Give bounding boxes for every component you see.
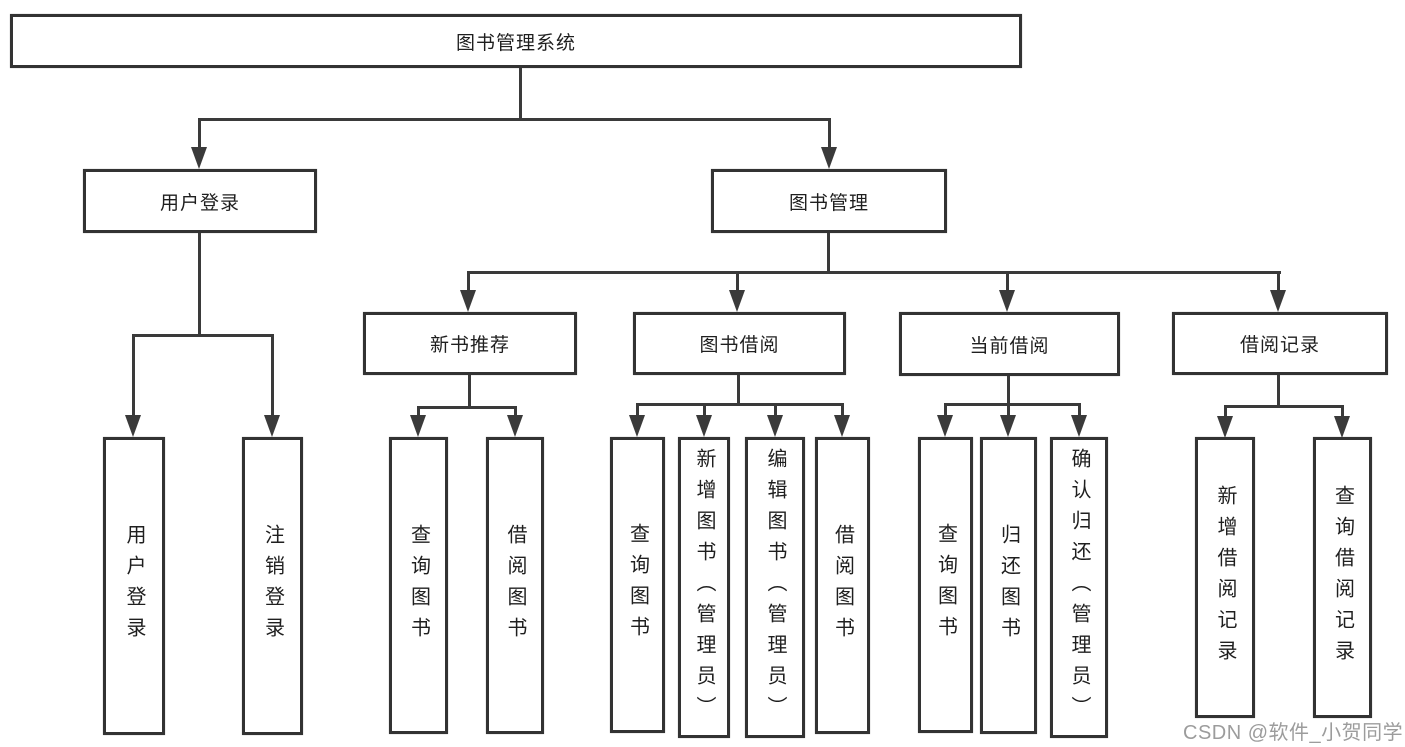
leaf-return-book: 归还图书 bbox=[980, 437, 1037, 734]
leaf-query-book-3: 查询图书 bbox=[918, 437, 973, 733]
connector-module0-hbar bbox=[417, 406, 517, 409]
connector-root-hbar bbox=[198, 118, 831, 121]
leaf-label: 编辑图书（管理员） bbox=[764, 448, 786, 727]
module-label: 借阅记录 bbox=[1239, 335, 1320, 356]
connector-leaf-stem bbox=[774, 403, 777, 415]
connector-leaf-stem bbox=[514, 406, 517, 417]
arrow-down-icon bbox=[460, 290, 476, 312]
module-label: 新书推荐 bbox=[429, 335, 510, 356]
leaf-query-book-2: 查询图书 bbox=[610, 437, 665, 733]
leaf-label: 查询图书 bbox=[934, 523, 957, 647]
connector-book-mgmt-hbar bbox=[468, 271, 1281, 274]
connector-to-user-login-stem bbox=[198, 118, 201, 150]
connector-leaf-stem bbox=[417, 406, 420, 417]
arrow-down-icon bbox=[729, 290, 745, 312]
node-new-book-recommend: 新书推荐 bbox=[363, 312, 577, 375]
arrow-down-icon bbox=[410, 415, 426, 437]
connector-leaf-stem bbox=[841, 403, 844, 415]
connector-leaf-stem bbox=[132, 334, 135, 417]
arrow-down-icon bbox=[629, 415, 645, 437]
arrow-down-icon bbox=[834, 415, 850, 437]
leaf-label: 确认归还（管理员） bbox=[1068, 448, 1090, 727]
leaf-label: 新增借阅记录 bbox=[1214, 484, 1236, 671]
leaf-logout: 注销登录 bbox=[242, 437, 303, 735]
arrow-down-icon bbox=[696, 415, 712, 437]
arrow-down-icon bbox=[191, 147, 207, 169]
connector-leaf-stem bbox=[1078, 403, 1081, 415]
node-user-login: 用户登录 bbox=[83, 169, 317, 233]
arrow-down-icon bbox=[821, 147, 837, 169]
leaf-borrow-book-1: 借阅图书 bbox=[486, 437, 544, 734]
connector-root-stem bbox=[519, 68, 522, 120]
node-user-login-label: 用户登录 bbox=[159, 192, 240, 214]
node-book-management-label: 图书管理 bbox=[788, 192, 869, 214]
arrow-down-icon bbox=[937, 415, 953, 437]
connector-module3-stem bbox=[1277, 375, 1280, 408]
connector-module1-hbar bbox=[636, 403, 844, 406]
node-book-management: 图书管理 bbox=[711, 169, 947, 233]
connector-leaf-stem bbox=[271, 334, 274, 417]
leaf-label: 新增图书（管理员） bbox=[693, 448, 715, 727]
connector-leaf-stem bbox=[1007, 403, 1010, 415]
leaf-add-borrow-record: 新增借阅记录 bbox=[1195, 437, 1255, 718]
connector-module-stem bbox=[1006, 271, 1009, 292]
leaf-label: 借阅图书 bbox=[831, 523, 854, 648]
arrow-down-icon bbox=[264, 415, 280, 437]
connector-module3-hbar bbox=[1224, 405, 1344, 408]
connector-module2-hbar bbox=[944, 403, 1081, 406]
leaf-add-book-admin: 新增图书（管理员） bbox=[678, 437, 730, 738]
connector-module-stem bbox=[1277, 271, 1280, 292]
arrow-down-icon bbox=[1334, 416, 1350, 438]
connector-leaf-stem bbox=[636, 403, 639, 415]
connector-to-book-mgmt-stem bbox=[828, 118, 831, 150]
leaf-user-login: 用户登录 bbox=[103, 437, 165, 735]
connector-user-login-hbar bbox=[132, 334, 274, 337]
leaf-label: 归还图书 bbox=[997, 523, 1020, 648]
leaf-query-book-1: 查询图书 bbox=[389, 437, 448, 734]
connector-leaf-stem bbox=[944, 403, 947, 415]
connector-leaf-stem bbox=[703, 403, 706, 415]
node-root: 图书管理系统 bbox=[10, 14, 1022, 68]
arrow-down-icon bbox=[125, 415, 141, 437]
connector-module0-stem bbox=[468, 375, 471, 409]
node-book-borrow: 图书借阅 bbox=[633, 312, 846, 375]
leaf-label: 用户登录 bbox=[123, 524, 145, 648]
arrow-down-icon bbox=[1071, 415, 1087, 437]
module-label: 当前借阅 bbox=[969, 335, 1050, 357]
connector-module-stem bbox=[736, 271, 739, 292]
node-borrow-record: 借阅记录 bbox=[1172, 312, 1388, 375]
arrow-down-icon bbox=[507, 415, 523, 437]
arrow-down-icon bbox=[1000, 415, 1016, 437]
arrow-down-icon bbox=[999, 290, 1015, 312]
leaf-label: 查询图书 bbox=[626, 523, 649, 647]
node-root-label: 图书管理系统 bbox=[455, 32, 576, 54]
leaf-label: 注销登录 bbox=[261, 524, 284, 648]
leaf-borrow-book-2: 借阅图书 bbox=[815, 437, 870, 734]
connector-user-login-stem bbox=[198, 233, 201, 337]
connector-book-mgmt-stem bbox=[827, 233, 830, 274]
connector-leaf-stem bbox=[1224, 405, 1227, 416]
connector-leaf-stem bbox=[1341, 405, 1344, 416]
module-label: 图书借阅 bbox=[699, 335, 780, 356]
leaf-confirm-return-admin: 确认归还（管理员） bbox=[1050, 437, 1108, 738]
leaf-label: 查询图书 bbox=[407, 523, 430, 648]
leaf-label: 借阅图书 bbox=[504, 523, 526, 648]
leaf-label: 查询借阅记录 bbox=[1331, 484, 1354, 671]
connector-module-stem bbox=[467, 271, 470, 292]
arrow-down-icon bbox=[1270, 290, 1286, 312]
arrow-down-icon bbox=[1217, 416, 1233, 438]
csdn-watermark: CSDN @软件_小贺同学 bbox=[1183, 722, 1404, 744]
leaf-query-borrow-record: 查询借阅记录 bbox=[1313, 437, 1372, 718]
connector-module1-stem bbox=[737, 375, 740, 406]
leaf-edit-book-admin: 编辑图书（管理员） bbox=[745, 437, 805, 738]
node-current-borrow: 当前借阅 bbox=[899, 312, 1120, 376]
arrow-down-icon bbox=[767, 415, 783, 437]
connector-module2-stem bbox=[1007, 376, 1010, 406]
